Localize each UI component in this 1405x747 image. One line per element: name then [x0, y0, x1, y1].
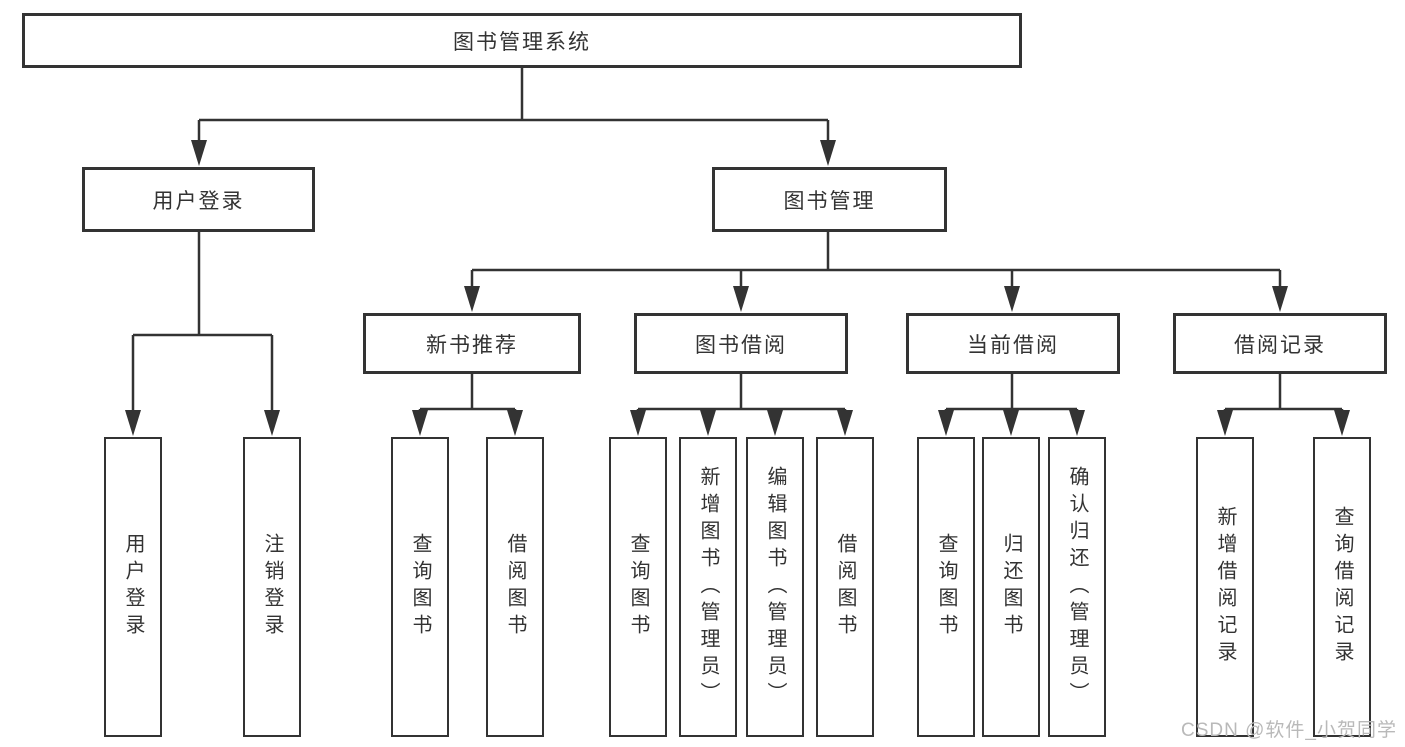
arrow-icon — [700, 410, 716, 436]
arrow-icon — [1003, 410, 1019, 436]
leaf-query-borrow-record: 查询借阅记录 — [1313, 437, 1371, 737]
arrowheads — [125, 140, 1350, 436]
arrow-icon — [464, 286, 480, 312]
leaf-user-login: 用户登录 — [104, 437, 162, 737]
leaf-add-borrow-record: 新增借阅记录 — [1196, 437, 1254, 737]
arrow-icon — [1334, 410, 1350, 436]
arrow-icon — [125, 410, 141, 436]
arrow-icon — [264, 410, 280, 436]
arrow-icon — [938, 410, 954, 436]
node-label: 当前借阅 — [967, 333, 1059, 357]
leaf-label: 借阅图书 — [834, 533, 856, 641]
leaf-label: 新增借阅记录 — [1214, 506, 1236, 668]
arrow-icon — [1069, 410, 1085, 436]
leaf-confirm-return-admin: 确认归还（管理员） — [1048, 437, 1106, 737]
leaf-label: 查询图书 — [627, 533, 649, 641]
leaf-edit-books-admin: 编辑图书（管理员） — [746, 437, 804, 737]
leaf-query-books-borrowing: 查询图书 — [609, 437, 667, 737]
node-book-borrowing: 图书借阅 — [634, 313, 848, 374]
node-label: 借阅记录 — [1234, 333, 1326, 357]
leaf-label: 新增图书（管理员） — [697, 465, 719, 709]
arrow-icon — [507, 410, 523, 436]
leaf-label: 借阅图书 — [504, 533, 526, 641]
arrow-icon — [820, 140, 836, 166]
node-user-login: 用户登录 — [82, 167, 315, 232]
node-label: 图书管理系统 — [453, 30, 591, 54]
node-label: 图书借阅 — [695, 333, 787, 357]
node-new-book-recommend: 新书推荐 — [363, 313, 581, 374]
node-library-management-system: 图书管理系统 — [22, 13, 1022, 68]
arrow-icon — [837, 410, 853, 436]
leaf-label: 用户登录 — [122, 533, 144, 641]
arrow-icon — [733, 286, 749, 312]
leaf-label: 确认归还（管理员） — [1066, 465, 1088, 709]
leaf-label: 查询图书 — [935, 533, 957, 641]
node-book-management: 图书管理 — [712, 167, 947, 232]
leaf-label: 编辑图书（管理员） — [764, 465, 786, 709]
leaf-query-books-newbooks: 查询图书 — [391, 437, 449, 737]
node-current-borrowing: 当前借阅 — [906, 313, 1120, 374]
node-label: 用户登录 — [152, 189, 245, 213]
leaf-logout-login: 注销登录 — [243, 437, 301, 737]
leaf-label: 归还图书 — [1000, 533, 1022, 641]
leaf-return-books: 归还图书 — [982, 437, 1040, 737]
leaf-borrow-books-borrowing: 借阅图书 — [816, 437, 874, 737]
arrow-icon — [1217, 410, 1233, 436]
leaf-add-books-admin: 新增图书（管理员） — [679, 437, 737, 737]
leaf-borrow-books-newbooks: 借阅图书 — [486, 437, 544, 737]
arrow-icon — [1004, 286, 1020, 312]
leaf-query-books-current: 查询图书 — [917, 437, 975, 737]
arrow-icon — [767, 410, 783, 436]
arrow-icon — [1272, 286, 1288, 312]
arrow-icon — [191, 140, 207, 166]
leaf-label: 查询图书 — [409, 533, 431, 641]
leaf-label: 注销登录 — [261, 533, 283, 641]
arrow-icon — [630, 410, 646, 436]
node-borrowing-records: 借阅记录 — [1173, 313, 1387, 374]
node-label: 图书管理 — [783, 189, 876, 213]
arrow-icon — [412, 410, 428, 436]
csdn-watermark: CSDN @软件_小贺同学 — [1181, 720, 1397, 741]
node-label: 新书推荐 — [426, 333, 518, 357]
leaf-label: 查询借阅记录 — [1331, 506, 1353, 668]
